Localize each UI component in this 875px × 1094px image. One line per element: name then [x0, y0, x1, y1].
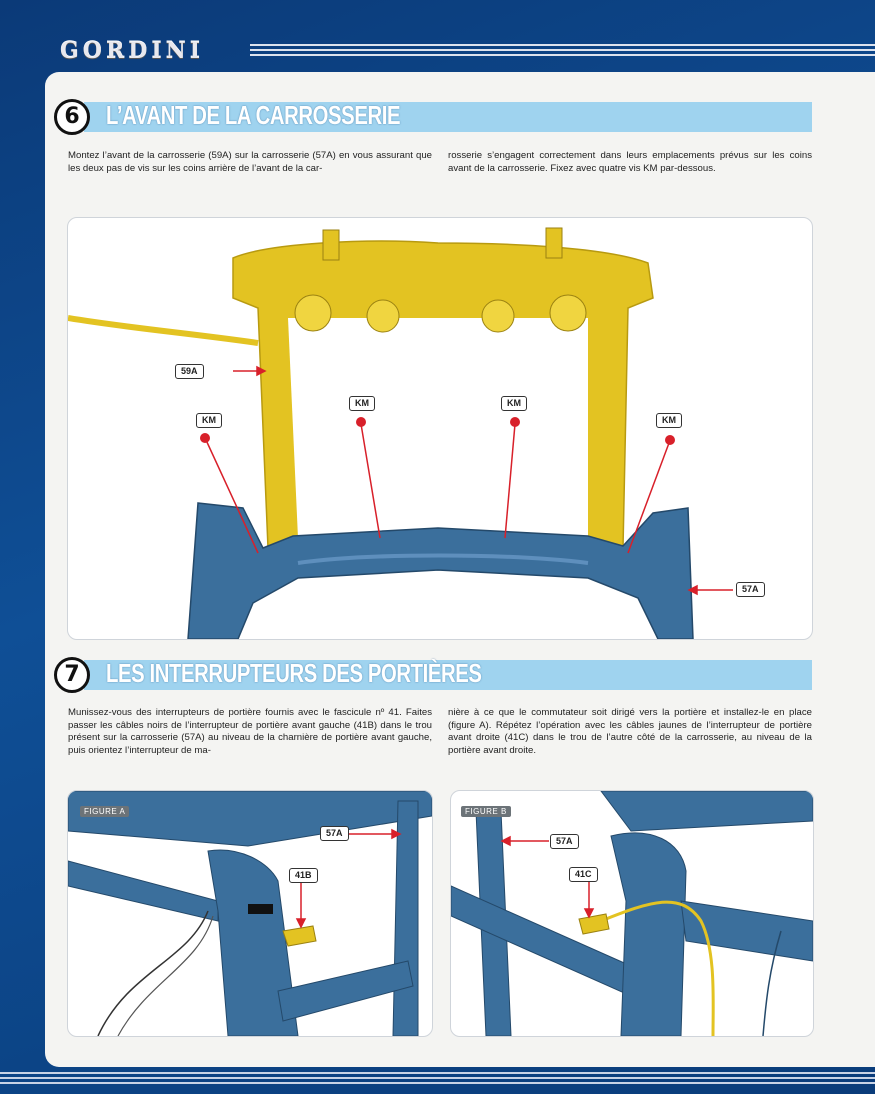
label-59A: 59A — [175, 364, 204, 379]
section-title: L’AVANT DE LA CARROSSERIE — [106, 100, 401, 130]
footer-rule — [0, 1072, 875, 1088]
brand-header: GORDINI — [0, 0, 875, 70]
label-57A: 57A — [320, 826, 349, 841]
section-7-text-right: nière à ce que le commutateur soit dirig… — [448, 707, 812, 756]
figure-a-panel: FIGURE A 57A 41B — [67, 790, 433, 1037]
figure-a-tag: FIGURE A — [80, 806, 130, 817]
section-title: LES INTERRUPTEURS DES PORTIÈRES — [106, 658, 482, 688]
label-km: KM — [501, 396, 527, 411]
section-7-header: 7 LES INTERRUPTEURS DES PORTIÈRES — [54, 657, 812, 693]
label-41C: 41C — [569, 867, 598, 882]
label-57A: 57A — [736, 582, 765, 597]
figure-b-tag: FIGURE B — [461, 806, 511, 817]
label-km: KM — [656, 413, 682, 428]
section-7-text-left: Munissez-vous des interrupteurs de porti… — [68, 707, 432, 756]
section-6-text-left: Montez l’avant de la carrosserie (59A) s… — [68, 150, 432, 174]
figure-b-drawing — [451, 791, 813, 1036]
section-band — [84, 102, 812, 132]
label-41B: 41B — [289, 868, 318, 883]
front-body-drawing — [68, 227, 733, 639]
label-km: KM — [349, 396, 375, 411]
figure-b-panel: FIGURE B 57A 41C — [450, 790, 814, 1037]
assembly-illustration: 59A KM KM KM KM 57A — [67, 217, 813, 640]
header-rule — [250, 44, 875, 58]
step-number: 7 — [54, 657, 90, 693]
section-6-text-right: rosserie s’engagent correctement dans le… — [448, 150, 812, 174]
step-number: 6 — [54, 99, 90, 135]
label-57A: 57A — [550, 834, 579, 849]
figure-a-drawing — [68, 791, 432, 1036]
section-band — [84, 660, 812, 690]
label-km: KM — [196, 413, 222, 428]
section-6-header: 6 L’AVANT DE LA CARROSSERIE — [54, 99, 812, 135]
gordini-logo: GORDINI — [60, 38, 205, 64]
